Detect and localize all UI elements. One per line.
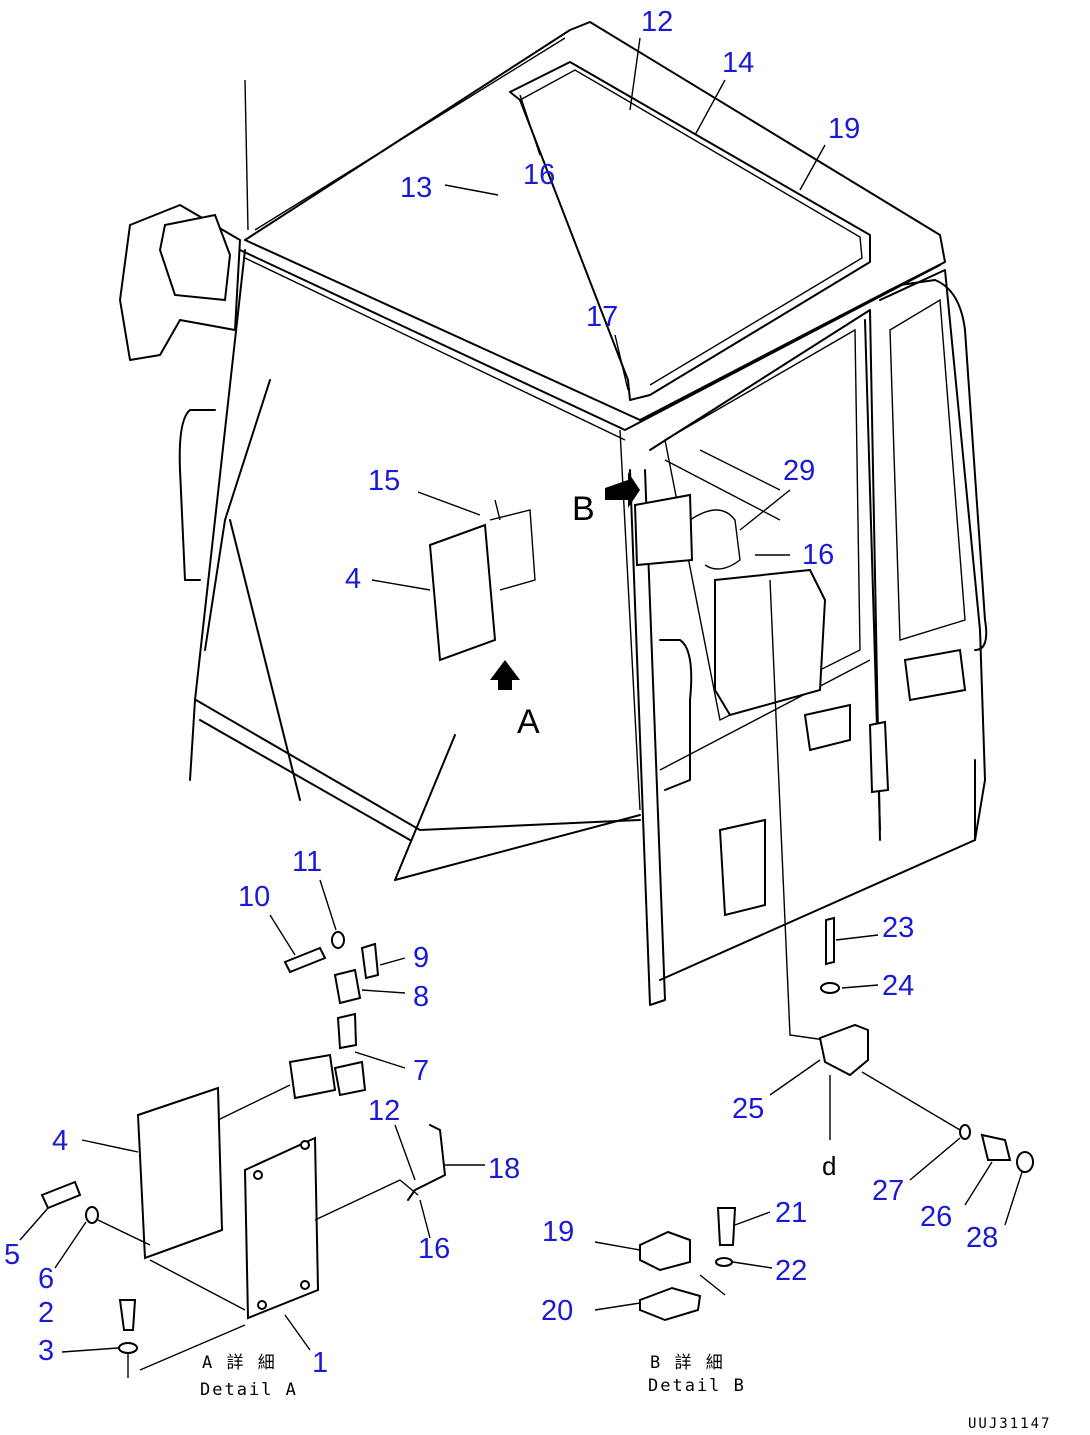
callout-14: 14 [722, 47, 754, 79]
caption-detail-b-en: Detail B [648, 1376, 746, 1396]
callout-23: 23 [882, 912, 914, 944]
callout-12: 12 [368, 1095, 400, 1127]
callout-15: 15 [368, 465, 400, 497]
callout-24: 24 [882, 970, 914, 1002]
callout-22: 22 [775, 1255, 807, 1287]
exploded-parts [40, 916, 1034, 1378]
callout-10: 10 [238, 881, 270, 913]
callout-4: 4 [345, 563, 361, 595]
callout-3: 3 [38, 1335, 54, 1367]
drawing-code: UUJ31147 [968, 1416, 1051, 1432]
callout-19: 19 [542, 1216, 574, 1248]
view-markers: A B d [517, 490, 836, 1181]
callout-16: 16 [802, 539, 834, 571]
view-letter-a: A [517, 703, 540, 741]
callout-20: 20 [541, 1295, 573, 1327]
callout-2: 2 [38, 1297, 54, 1329]
callout-19: 19 [828, 113, 860, 145]
callout-26: 26 [920, 1201, 952, 1233]
callout-13: 13 [400, 172, 432, 204]
callout-9: 9 [413, 942, 429, 974]
callout-labels: 12 14 19 13 16 17 29 15 4 16 11 10 9 8 7… [4, 6, 998, 1379]
cab-drawing [119, 21, 988, 1041]
callout-12: 12 [641, 6, 673, 38]
caption-detail-b-jp: B 詳 細 [650, 1353, 725, 1373]
callout-8: 8 [413, 981, 429, 1013]
leader-lines [19, 37, 1023, 1353]
callout-1: 1 [312, 1347, 328, 1379]
detail-captions: A 詳 細 Detail A B 詳 細 Detail B [200, 1353, 746, 1400]
caption-detail-a-en: Detail A [200, 1380, 298, 1400]
callout-28: 28 [966, 1222, 998, 1254]
callout-29: 29 [783, 455, 815, 487]
callout-16: 16 [418, 1233, 450, 1265]
callout-16: 16 [523, 159, 555, 191]
callout-4: 4 [52, 1125, 68, 1157]
caption-detail-a-jp: A 詳 細 [202, 1353, 277, 1373]
view-letter-d: d [822, 1151, 836, 1181]
view-letter-b: B [572, 490, 595, 528]
callout-17: 17 [586, 301, 618, 333]
callout-6: 6 [38, 1263, 54, 1295]
callout-7: 7 [413, 1055, 429, 1087]
callout-18: 18 [488, 1153, 520, 1185]
callout-21: 21 [775, 1197, 807, 1229]
callout-27: 27 [872, 1175, 904, 1207]
callout-5: 5 [4, 1239, 20, 1271]
callout-11: 11 [292, 846, 322, 878]
callout-25: 25 [732, 1093, 764, 1125]
